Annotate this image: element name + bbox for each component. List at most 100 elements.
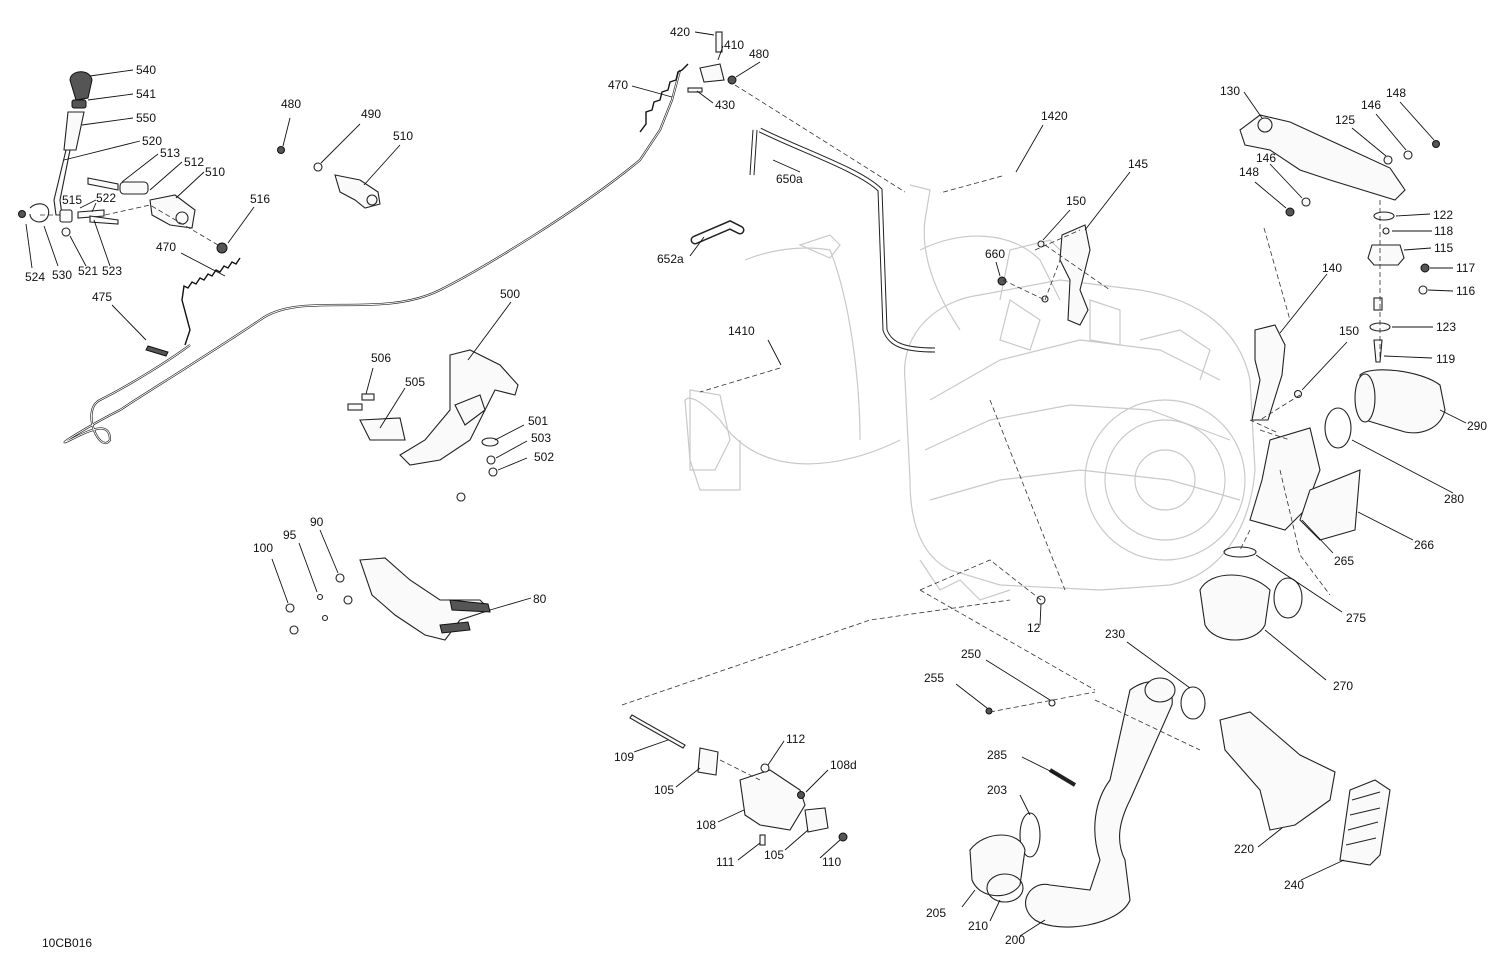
callout-541: 541 — [136, 87, 156, 101]
callout-150-right: 150 — [1339, 324, 1359, 338]
callout-470: 470 — [156, 240, 176, 254]
seal-280 — [1324, 407, 1352, 449]
callout-524: 524 — [25, 270, 45, 284]
nut-125 — [1383, 155, 1393, 165]
bushing-105a — [697, 747, 719, 776]
duct-290 — [1359, 369, 1446, 434]
callout-105: 105 — [654, 783, 674, 797]
nut-502 — [488, 467, 498, 477]
callout-480: 480 — [281, 97, 301, 111]
clamp-203 — [1019, 812, 1041, 858]
clamp-275 — [1223, 546, 1257, 558]
washer-118 — [1382, 227, 1390, 235]
tube-650a — [758, 127, 936, 353]
tube-200 — [1025, 681, 1173, 928]
callout-90: 90 — [310, 515, 324, 529]
intake-220 — [1219, 711, 1336, 831]
washer-122 — [1373, 211, 1395, 221]
leader-lines — [25, 31, 1467, 937]
callout-510-upper: 510 — [393, 129, 413, 143]
nut-110 — [838, 832, 848, 842]
duct-265 — [1249, 427, 1321, 531]
cable-470-spring — [181, 257, 241, 346]
bushing-512 — [119, 181, 149, 195]
callout-146: 146 — [1256, 151, 1276, 165]
clamp-285 — [1048, 768, 1077, 787]
callout-275: 275 — [1346, 611, 1366, 625]
nut-148 — [1432, 140, 1440, 148]
bracket-145 — [997, 224, 1091, 326]
intake-tube-group — [969, 677, 1391, 928]
callout-652a: 652a — [657, 252, 684, 266]
callout-290: 290 — [1467, 419, 1487, 433]
callout-470-upper: 470 — [608, 78, 628, 92]
bolt-250 — [1048, 699, 1056, 707]
clip-530 — [29, 203, 50, 223]
clamp-210 — [986, 873, 1024, 903]
cable-end-fittings — [687, 31, 737, 93]
bushing-105b — [804, 807, 829, 833]
callout-110: 110 — [822, 855, 841, 869]
bracket-510-upper — [277, 146, 381, 209]
callout-513: 513 — [160, 146, 180, 160]
callout-512: 512 — [184, 155, 204, 169]
callout-12: 12 — [1027, 621, 1041, 635]
shift-cable — [63, 69, 682, 444]
callout-505: 505 — [405, 375, 425, 389]
pedal-assembly-80 — [285, 557, 492, 641]
callout-148-top: 148 — [1386, 86, 1406, 100]
callout-516: 516 — [250, 192, 270, 206]
callout-205: 205 — [926, 906, 946, 920]
callout-145: 145 — [1128, 157, 1148, 171]
callout-502: 502 — [534, 450, 554, 464]
callout-530: 530 — [52, 268, 72, 282]
nut-255 — [985, 707, 993, 715]
callout-240: 240 — [1284, 878, 1304, 892]
callout-522: 522 — [96, 191, 116, 205]
callout-255: 255 — [924, 671, 944, 685]
callout-labels: 540 541 550 520 513 512 510 515 522 524 … — [25, 25, 1487, 950]
cable-470-upper-spring — [639, 63, 689, 133]
callout-95: 95 — [283, 528, 297, 542]
callout-116: 116 — [1456, 284, 1475, 298]
callout-285: 285 — [987, 748, 1007, 762]
callout-200: 200 — [1005, 933, 1025, 947]
washer-501 — [481, 437, 499, 447]
clip-475 — [145, 345, 169, 357]
callout-150: 150 — [1066, 194, 1086, 208]
callout-266: 266 — [1414, 538, 1434, 552]
callout-501: 501 — [528, 414, 548, 428]
callout-500: 500 — [500, 287, 520, 301]
shift-lever-assembly — [18, 71, 241, 357]
nut-117 — [1420, 263, 1430, 273]
bracket-510 — [149, 194, 196, 229]
nut-503 — [486, 455, 496, 465]
washer-490 — [313, 162, 323, 172]
callout-270: 270 — [1333, 679, 1353, 693]
bolt-119 — [1373, 339, 1383, 363]
bolt-523 — [89, 215, 119, 225]
callout-125: 125 — [1335, 113, 1355, 127]
bracket-140 — [1251, 324, 1303, 421]
shift-knob — [69, 71, 93, 101]
bracket-108-group — [629, 714, 848, 846]
bolt-116 — [1418, 285, 1428, 295]
callout-1410: 1410 — [728, 324, 755, 338]
callout-109: 109 — [614, 750, 634, 764]
callout-112: 112 — [786, 732, 805, 746]
knob-collar — [71, 99, 87, 109]
callout-523: 523 — [102, 264, 122, 278]
callout-105-lower: 105 — [764, 848, 784, 862]
callout-230: 230 — [1105, 627, 1125, 641]
callout-117: 117 — [1456, 261, 1475, 275]
boot-205 — [969, 834, 1026, 897]
bolt-522 — [77, 209, 105, 219]
callout-265: 265 — [1334, 554, 1354, 568]
bolt-109 — [629, 714, 686, 749]
callout-220: 220 — [1234, 842, 1254, 856]
callout-490: 490 — [361, 107, 381, 121]
callout-521: 521 — [78, 264, 98, 278]
callout-146-top: 146 — [1361, 98, 1381, 112]
relation-dashed-lines — [40, 84, 1381, 781]
